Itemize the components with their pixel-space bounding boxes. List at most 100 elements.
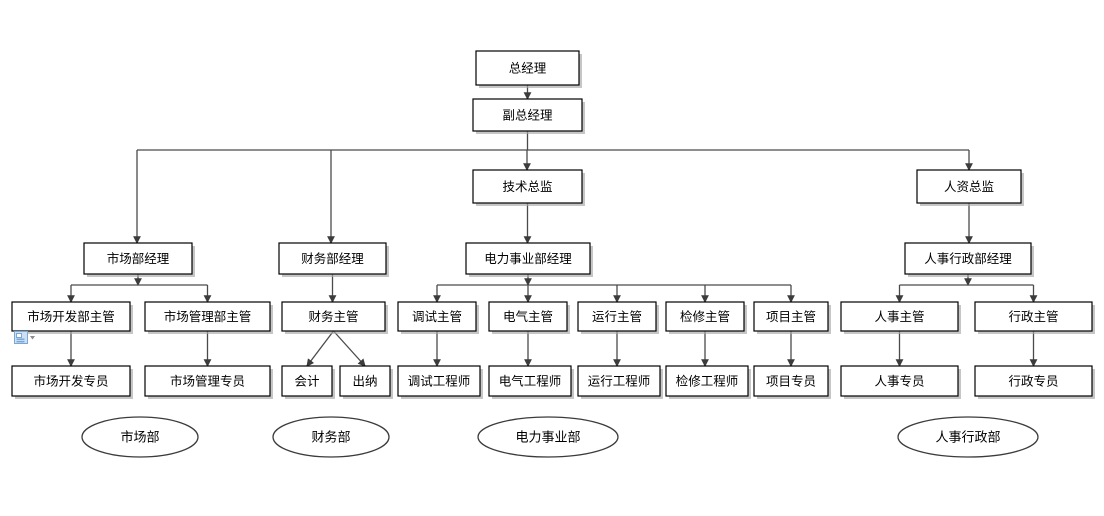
connector-layer bbox=[67, 85, 1038, 368]
node-label: 项目主管 bbox=[766, 309, 816, 324]
org-node-sup_proj[interactable]: 项目主管 bbox=[753, 301, 831, 334]
org-node-eng_debug[interactable]: 调试工程师 bbox=[397, 365, 483, 399]
org-node-sup_admin[interactable]: 行政主管 bbox=[974, 301, 1095, 334]
node-label: 财务部经理 bbox=[301, 251, 364, 266]
department-dept_hr[interactable]: 人事行政部 bbox=[897, 416, 1039, 458]
node-label: 行政主管 bbox=[1008, 309, 1058, 324]
node-box bbox=[904, 242, 1032, 275]
connector-line bbox=[306, 330, 335, 367]
node-label: 会计 bbox=[294, 374, 319, 389]
node-label: 市场管理部主管 bbox=[164, 309, 252, 324]
org-node-eng_maint[interactable]: 检修工程师 bbox=[665, 365, 751, 399]
org-node-sup_mkt_mng[interactable]: 市场管理部主管 bbox=[144, 301, 273, 334]
node-box bbox=[840, 365, 959, 397]
node-box bbox=[278, 242, 387, 275]
department-label: 市场部 bbox=[120, 430, 159, 446]
org-node-power_mgr[interactable]: 电力事业部经理 bbox=[465, 242, 593, 277]
department-ellipse bbox=[81, 416, 199, 458]
org-node-spc_acct[interactable]: 会计 bbox=[281, 365, 335, 399]
org-node-sup_maint[interactable]: 检修主管 bbox=[665, 301, 747, 334]
org-node-fin_mgr[interactable]: 财务部经理 bbox=[278, 242, 389, 277]
node-label: 财务主管 bbox=[308, 309, 358, 324]
org-node-spc_proj[interactable]: 项目专员 bbox=[753, 365, 831, 399]
org-node-sup_mkt_dev[interactable]: 市场开发部主管 bbox=[11, 301, 133, 334]
node-label: 总经理 bbox=[509, 61, 547, 76]
department-label: 电力事业部 bbox=[515, 431, 580, 446]
org-node-spc_cash[interactable]: 出纳 bbox=[339, 365, 393, 399]
node-box bbox=[488, 301, 568, 332]
org-node-spc_admin[interactable]: 行政专员 bbox=[974, 365, 1095, 399]
node-label: 市场开发专员 bbox=[33, 374, 108, 389]
node-box bbox=[488, 365, 572, 397]
node-label: 技术总监 bbox=[502, 179, 552, 194]
org-node-spc_hr[interactable]: 人事专员 bbox=[840, 365, 961, 399]
node-box bbox=[339, 365, 391, 397]
node-label: 电气主管 bbox=[503, 309, 553, 324]
node-label: 检修主管 bbox=[680, 309, 730, 324]
node-box bbox=[397, 301, 477, 332]
node-label: 检修工程师 bbox=[676, 374, 739, 389]
connector-line bbox=[333, 330, 366, 367]
node-box bbox=[665, 301, 745, 332]
node-box bbox=[753, 365, 829, 397]
department-ellipse bbox=[477, 416, 619, 458]
node-label: 人事专员 bbox=[874, 374, 924, 389]
node-box bbox=[83, 242, 193, 275]
node-label: 电气工程师 bbox=[499, 374, 562, 389]
node-label: 市场部经理 bbox=[107, 251, 170, 266]
node-label: 市场开发部主管 bbox=[27, 309, 115, 324]
org-node-hr_director[interactable]: 人资总监 bbox=[916, 169, 1024, 206]
node-label: 人事主管 bbox=[874, 309, 924, 324]
node-label: 人资总监 bbox=[944, 179, 994, 194]
node-label: 调试主管 bbox=[412, 309, 462, 324]
node-box bbox=[577, 301, 657, 332]
node-label: 市场管理专员 bbox=[170, 374, 245, 389]
node-box bbox=[577, 365, 661, 397]
org-node-tech_director[interactable]: 技术总监 bbox=[472, 169, 585, 206]
node-label: 出纳 bbox=[352, 374, 377, 389]
node-box bbox=[472, 169, 583, 204]
node-box bbox=[281, 365, 333, 397]
org-node-gm[interactable]: 总经理 bbox=[475, 50, 582, 88]
node-box bbox=[144, 301, 271, 332]
org-node-mkt_mgr[interactable]: 市场部经理 bbox=[83, 242, 195, 277]
org-node-sup_debug[interactable]: 调试主管 bbox=[397, 301, 479, 334]
org-node-spc_mkt_mng[interactable]: 市场管理专员 bbox=[144, 365, 273, 399]
department-ellipse bbox=[272, 416, 390, 458]
node-box bbox=[916, 169, 1022, 204]
org-node-sup_fin[interactable]: 财务主管 bbox=[281, 301, 388, 334]
org-node-hr_mgr[interactable]: 人事行政部经理 bbox=[904, 242, 1034, 277]
org-node-sup_hr[interactable]: 人事主管 bbox=[840, 301, 961, 334]
department-label: 人事行政部 bbox=[935, 431, 1000, 446]
node-box bbox=[11, 301, 131, 332]
org-node-sup_oper[interactable]: 运行主管 bbox=[577, 301, 659, 334]
node-box bbox=[144, 365, 271, 397]
org-node-sup_elec[interactable]: 电气主管 bbox=[488, 301, 570, 334]
node-label: 行政专员 bbox=[1008, 374, 1058, 389]
node-box bbox=[475, 50, 580, 86]
node-label: 电力事业部经理 bbox=[484, 251, 572, 266]
org-node-spc_mkt_dev[interactable]: 市场开发专员 bbox=[11, 365, 133, 399]
node-label: 项目专员 bbox=[766, 374, 816, 389]
department-dept_power[interactable]: 电力事业部 bbox=[477, 416, 619, 458]
node-box bbox=[281, 301, 386, 332]
department-dept_mkt[interactable]: 市场部 bbox=[81, 416, 199, 458]
node-box bbox=[397, 365, 481, 397]
node-box bbox=[472, 98, 583, 132]
node-label: 运行主管 bbox=[592, 309, 642, 324]
department-dept_fin[interactable]: 财务部 bbox=[272, 416, 390, 458]
node-label: 副总经理 bbox=[502, 108, 553, 123]
node-label: 调试工程师 bbox=[408, 374, 471, 389]
org-node-eng_oper[interactable]: 运行工程师 bbox=[577, 365, 663, 399]
node-box bbox=[665, 365, 749, 397]
node-label: 运行工程师 bbox=[588, 374, 651, 389]
paste-options-icon[interactable] bbox=[14, 331, 36, 346]
node-label: 人事行政部经理 bbox=[924, 251, 1012, 266]
department-label: 财务部 bbox=[311, 430, 350, 446]
org-node-deputy_gm[interactable]: 副总经理 bbox=[472, 98, 585, 134]
node-box bbox=[840, 301, 959, 332]
org-node-eng_elec[interactable]: 电气工程师 bbox=[488, 365, 574, 399]
